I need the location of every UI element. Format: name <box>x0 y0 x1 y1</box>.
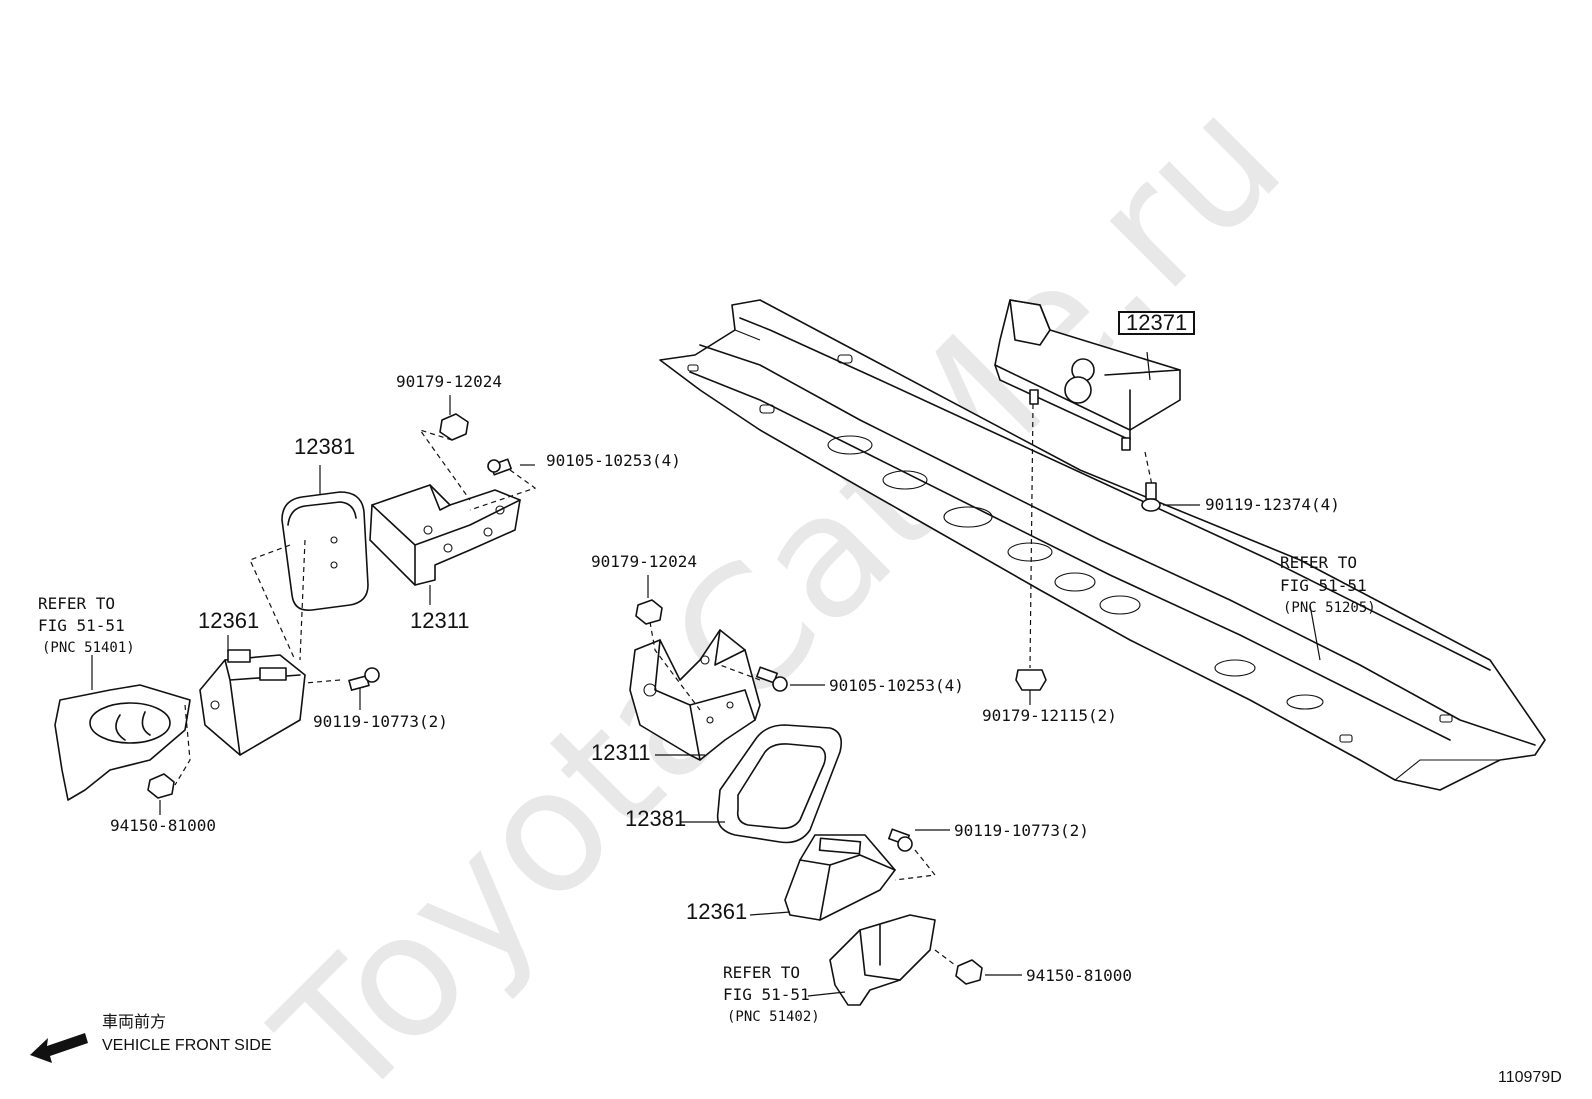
ref-bottom-line3: (PNC 51402) <box>727 1009 820 1025</box>
left-fasteners <box>147 413 512 799</box>
label-right-12311: 12311 <box>591 740 651 765</box>
label-left-12381: 12381 <box>294 434 356 459</box>
ref-crossmember-line2: FIG 51-51 <box>1280 576 1367 595</box>
ref-bottom-line1: REFER TO <box>723 963 801 982</box>
diagram-id: 110979D <box>1498 1069 1562 1086</box>
ref-crossmember-line1: REFER TO <box>1280 553 1358 572</box>
label-right-94150-81000: 94150-81000 <box>1026 966 1132 985</box>
ref-left-line2: FIG 51-51 <box>38 616 125 635</box>
nut-90179-12115 <box>1015 669 1047 691</box>
front-arrow-icon <box>30 1033 88 1063</box>
right-fasteners <box>635 599 983 985</box>
left-mount-12361 <box>199 649 306 756</box>
direction-jp: 車両前方 <box>102 1014 167 1031</box>
right-bracket-12311 <box>629 629 761 761</box>
crossmember <box>659 299 1546 791</box>
label-right-12381: 12381 <box>625 806 687 831</box>
ref-crossmember-line3: (PNC 51205) <box>1283 600 1376 616</box>
left-bracket-12311 <box>369 484 521 586</box>
label-left-94150-81000: 94150-81000 <box>110 816 216 835</box>
rear-mount-12371 <box>994 299 1181 451</box>
label-left-90179-12024: 90179-12024 <box>396 372 502 391</box>
ref-left-line3: (PNC 51401) <box>42 640 135 656</box>
label-right-12361: 12361 <box>686 899 748 924</box>
left-insulator-12381 <box>281 491 369 612</box>
label-90119-12374: 90119-12374(4) <box>1205 495 1340 514</box>
label-left-12311: 12311 <box>410 608 470 633</box>
label-right-90179-12024: 90179-12024 <box>591 552 697 571</box>
right-frame-bracket <box>829 914 936 1006</box>
bolt-90119-12374 <box>1141 482 1161 512</box>
ref-left-line1: REFER TO <box>38 594 116 613</box>
label-left-90105-10253: 90105-10253(4) <box>546 451 681 470</box>
label-right-90119-10773: 90119-10773(2) <box>954 821 1089 840</box>
label-left-90119-10773: 90119-10773(2) <box>313 712 448 731</box>
left-frame-bracket <box>54 684 191 801</box>
label-left-12361: 12361 <box>198 608 260 633</box>
label-12371: 12371 <box>1118 311 1196 335</box>
right-mount-12361 <box>784 834 896 921</box>
direction-en: VEHICLE FRONT SIDE <box>102 1037 272 1054</box>
label-90179-12115: 90179-12115(2) <box>982 706 1117 725</box>
label-right-90105-10253: 90105-10253(4) <box>829 676 964 695</box>
right-insulator-12381 <box>716 724 843 844</box>
ref-bottom-line2: FIG 51-51 <box>723 985 810 1004</box>
